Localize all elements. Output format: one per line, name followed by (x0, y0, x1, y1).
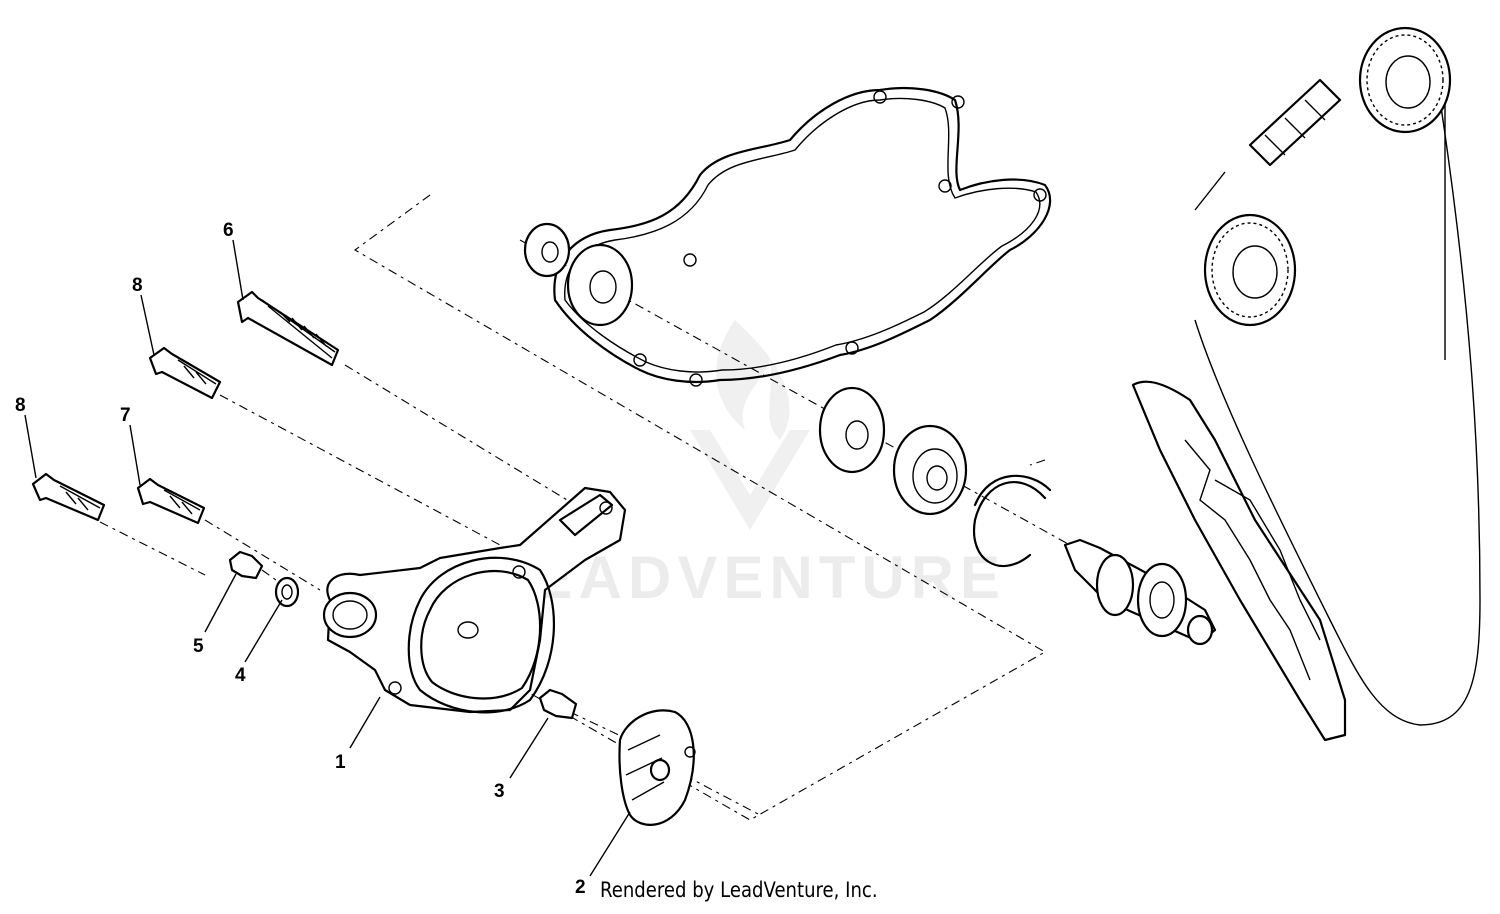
bolt-7 (136, 477, 206, 525)
sprocket-upper (1358, 26, 1452, 134)
bolt-8-lower (31, 472, 106, 522)
callout-8-upper: 8 (132, 275, 143, 296)
oil-seal-small (523, 222, 571, 278)
callout-2: 2 (575, 877, 586, 898)
chain-links (1248, 78, 1342, 167)
mechanical-seal (818, 386, 886, 474)
washer-4 (274, 576, 300, 608)
callout-4: 4 (235, 665, 246, 686)
crankcase-gasket (553, 86, 1052, 387)
callout-leaders (24, 239, 631, 877)
impeller (618, 709, 696, 826)
callout-7: 7 (120, 405, 131, 426)
callout-6: 6 (223, 220, 234, 241)
water-pump-cover (322, 486, 627, 714)
callout-8-lower: 8 (15, 395, 26, 416)
circlip (972, 474, 1052, 568)
bearing (892, 424, 968, 516)
oil-seal-large (566, 243, 634, 327)
sprocket-lower (1203, 213, 1297, 327)
watermark-logo (690, 320, 810, 530)
timing-chain (1194, 55, 1481, 726)
callout-5: 5 (193, 636, 204, 657)
callout-3: 3 (494, 781, 505, 802)
bolt-3 (538, 688, 578, 720)
chain-guide (1131, 380, 1347, 742)
bolt-8-upper (148, 346, 222, 400)
render-credit: Rendered by LeadVenture, Inc. (600, 878, 878, 902)
bolt-5 (228, 550, 264, 580)
bolt-6 (236, 290, 340, 367)
pump-shaft-gear (1063, 538, 1217, 646)
callout-1: 1 (335, 752, 346, 773)
